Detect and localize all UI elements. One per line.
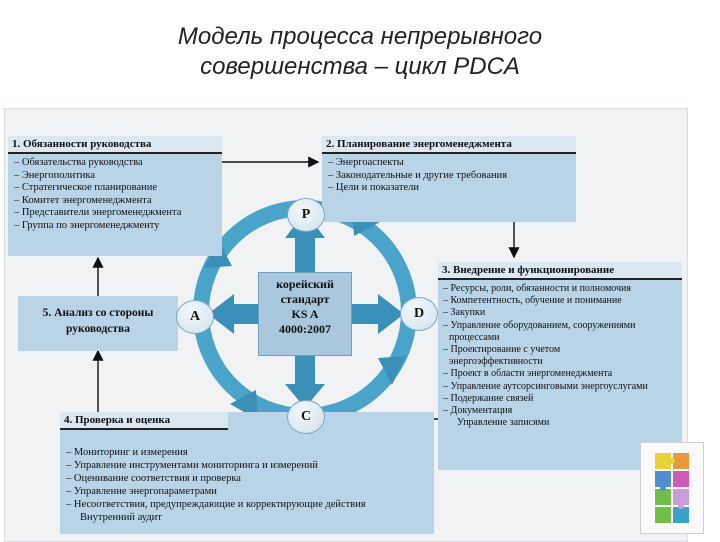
cycle-arrow-bottom-right [378, 356, 406, 385]
cross-arrow-right [352, 294, 404, 334]
box-2-item: – Энергоаспекты [328, 157, 404, 168]
box-5-line-2: руководства [65, 323, 130, 335]
box-1-item: – Представители энергоменеджмента [14, 207, 182, 218]
box-3-item: – Подержание связей [443, 392, 534, 404]
box-3-heading: 3. Внедрение и функционирование [438, 262, 682, 280]
box-3-item: – Документация [443, 405, 513, 417]
phase-badge-plan: P [287, 198, 325, 232]
center-line-3: KS A [291, 307, 319, 321]
box-energy-planning: 2. Планирование энергоменеджмента – Энер… [322, 136, 576, 222]
phase-badge-do: D [400, 297, 438, 331]
box-4-item: – Управление энергопараметрами [66, 486, 217, 497]
box-4-item: – Управление инструментами мониторинга и… [66, 460, 319, 471]
box-3-item: – Ресурсы, роли, обязанности и полномочи… [443, 283, 632, 294]
box-3-item: Управление записями [457, 417, 550, 429]
box-5-line-1: 5. Анализ со стороны [42, 307, 154, 319]
box-1-item: – Стратегическое планирование [14, 182, 158, 193]
box-1-item: – Обязательства руководства [14, 157, 143, 168]
center-standard-box: корейский стандарт KS A 4000:2007 [258, 272, 352, 356]
box-4-item: – Несоответствия, предупреждающие и корр… [66, 499, 366, 510]
box-checking: 4. Проверка и оценка – Мониторинг и изме… [60, 412, 434, 534]
cross-arrow-left [208, 294, 258, 334]
cross-arrow-down [285, 356, 325, 408]
box-2-item: – Цели и показатели [328, 182, 419, 193]
box-management-responsibility: 1. Обязанности руководства – Обязательст… [8, 136, 222, 256]
puzzle-icon [640, 442, 704, 534]
box-3-item: – Проектирование с учетом [443, 344, 561, 356]
box-1-item: – Группа по энергоменеджменту [14, 219, 160, 231]
slide-title: Модель процесса непрерывного совершенств… [0, 22, 720, 82]
box-4-heading: 4. Проверка и оценка [60, 412, 228, 430]
box-2-item: – Законодательные и другие требования [328, 169, 508, 181]
box-3-item: процессами [449, 331, 500, 343]
box-4-item: – Оценивание соответствия и проверка [66, 473, 241, 484]
box-implementation: 3. Внедрение и функционирование – Ресурс… [438, 262, 682, 470]
title-line-1: Модель процесса непрерывного [177, 23, 543, 50]
box-4-item: – Мониторинг и измерения [66, 447, 188, 458]
box-3-item: – Управление оборудованием, сооружениями [443, 319, 636, 331]
phase-badge-check: C [287, 400, 325, 434]
box-3-item: энергоэффективности [449, 356, 543, 368]
box-3-item: – Проект в области энергоменеджмента [443, 368, 613, 380]
title-line-2: совершенства – цикл PDCA [200, 53, 520, 80]
box-3-item: – Закупки [443, 307, 486, 319]
box-3-item: – Управление аутсорсинговыми энергоуслуг… [443, 380, 648, 392]
box-1-item: – Энергополитика [14, 169, 96, 181]
box-3-item: – Компетентность, обучение и понимание [443, 295, 622, 307]
phase-badge-act: A [176, 300, 214, 334]
center-line-2: стандарт [280, 292, 330, 306]
box-4-item: Внутренний аудит [80, 512, 162, 523]
box-1-heading: 1. Обязанности руководства [8, 136, 222, 154]
box-1-item: – Комитет энергоменеджмента [14, 194, 152, 206]
box-2-heading: 2. Планирование энергоменеджмента [322, 136, 576, 154]
center-line-4: 4000:2007 [279, 322, 331, 336]
center-line-1: корейский [276, 277, 334, 291]
box-management-review: 5. Анализ со стороны руководства [18, 296, 178, 351]
